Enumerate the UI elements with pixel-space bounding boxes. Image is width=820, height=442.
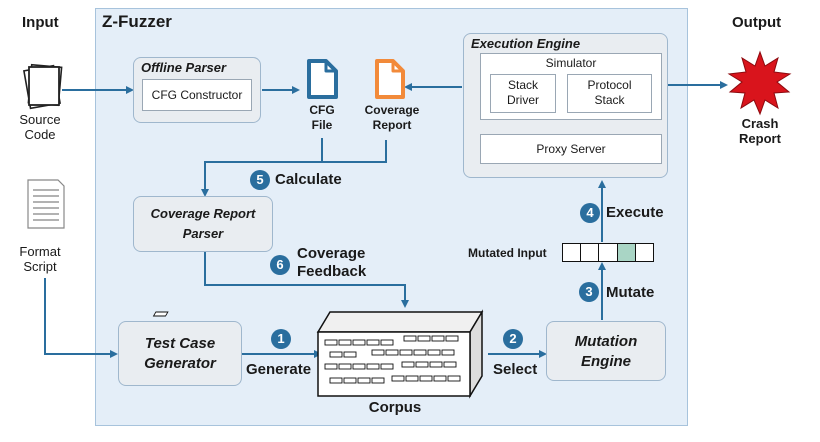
coverage-feedback-label: Coverage Feedback (297, 245, 367, 280)
test-case-generator-box: Test Case Generator (118, 321, 242, 386)
offline-parser-title: Offline Parser (141, 60, 227, 75)
step-2-badge: 2 (503, 329, 523, 349)
execution-engine-title: Execution Engine (471, 36, 581, 51)
mutated-input-cell-highlighted (617, 244, 636, 261)
crash-report-label: Crash Report (739, 116, 781, 146)
mutated-input-label: Mutated Input (468, 246, 547, 260)
arrow-format-to-generator (44, 278, 118, 358)
mutated-input-cell (599, 244, 618, 261)
arrow-feedback (204, 252, 409, 308)
output-heading: Output (732, 14, 782, 31)
crash-icon (727, 50, 792, 116)
zfuzzer-heading: Z-Fuzzer (102, 12, 172, 31)
select-label: Select (493, 361, 538, 378)
execute-label: Execute (606, 204, 664, 221)
arrow-calculate (201, 138, 323, 197)
mutation-engine-box: Mutation Engine (546, 321, 666, 381)
proxy-server-box: Proxy Server (480, 134, 662, 164)
cfg-file-icon (307, 59, 338, 99)
generate-label: Generate (246, 361, 312, 378)
mutated-input-cell (581, 244, 600, 261)
corpus-icon (152, 309, 484, 399)
simulator-label: Simulator (545, 56, 597, 70)
step-5-badge: 5 (250, 170, 270, 190)
protocol-stack-box: Protocol Stack (567, 74, 652, 113)
corpus-label: Corpus (368, 399, 422, 416)
mutated-input-cell (563, 244, 582, 261)
step-6-badge: 6 (270, 255, 290, 275)
mutated-input-bar (562, 243, 654, 262)
line-coverage-to-calculate (322, 140, 387, 163)
stack-driver-box: Stack Driver (490, 74, 556, 113)
calculate-label: Calculate (275, 171, 342, 188)
document-icon (27, 179, 65, 229)
source-code-icon (23, 63, 63, 110)
format-script-label: Format Script (19, 244, 61, 274)
coverage-report-icon (375, 59, 405, 99)
cfg-file-label: CFG File (309, 103, 335, 132)
mutated-input-cell (636, 244, 653, 261)
cfg-constructor-box: CFG Constructor (142, 79, 252, 111)
step-3-badge: 3 (579, 282, 599, 302)
source-code-label: Source Code (19, 112, 61, 142)
step-1-badge: 1 (271, 329, 291, 349)
input-heading: Input (22, 14, 59, 31)
step-4-badge: 4 (580, 203, 600, 223)
mutate-label: Mutate (606, 284, 655, 301)
coverage-report-label: Coverage Report (364, 103, 420, 132)
coverage-report-parser-box: Coverage Report Parser (133, 196, 273, 252)
